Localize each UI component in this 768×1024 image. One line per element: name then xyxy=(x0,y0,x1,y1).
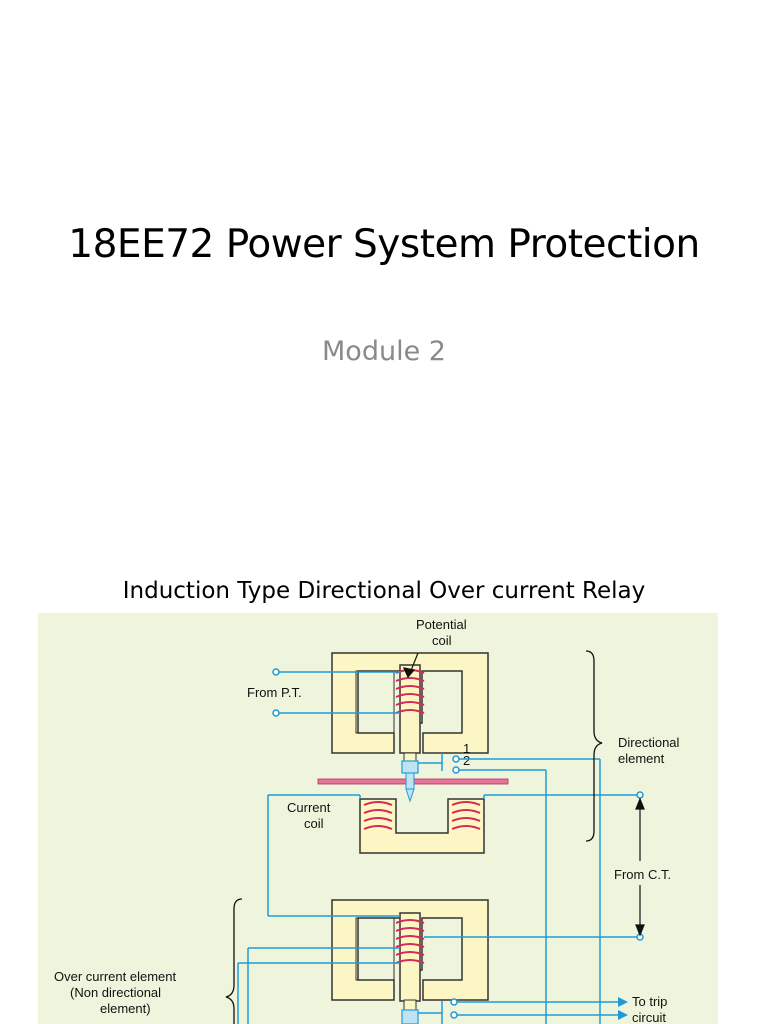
directional-element-label-1: Directional xyxy=(618,735,680,750)
directional-element-label-2: element xyxy=(618,751,665,766)
slide-title: 18EE72 Power System Protection xyxy=(68,222,700,267)
pt-terminal-2 xyxy=(272,709,280,717)
figure-caption: Induction Type Directional Over current … xyxy=(122,578,646,604)
potential-coil-pointer xyxy=(402,652,419,679)
relay-diagram: 1 2 xyxy=(38,613,718,1024)
overcurrent-coil-winding xyxy=(395,919,425,964)
current-coil-label-1: Current xyxy=(287,800,331,815)
to-trip-label-2: circuit xyxy=(632,1010,666,1024)
trip-arrow-2 xyxy=(618,1010,628,1020)
directional-contacts xyxy=(418,753,443,771)
directional-element-brace xyxy=(585,650,603,842)
potential-coil-label-2: coil xyxy=(432,633,452,648)
current-coil-winding-right xyxy=(451,801,481,830)
pt-wires xyxy=(276,671,400,714)
current-coil-label-2: coil xyxy=(304,816,324,831)
pt-terminal-1 xyxy=(272,668,280,676)
trip-arrow-1 xyxy=(618,997,628,1007)
contact-1-label: 1 xyxy=(463,741,470,756)
from-pt-label: From P.T. xyxy=(247,685,302,700)
overcurrent-label-2: (Non directional xyxy=(70,985,161,1000)
from-ct-label: From C.T. xyxy=(614,867,671,882)
from-ct-arrow xyxy=(635,797,645,937)
overcurrent-label-3: element) xyxy=(100,1001,151,1016)
overcurrent-label-1: Over current element xyxy=(54,969,176,984)
overcurrent-contacts xyxy=(418,1001,443,1024)
overcurrent-limb xyxy=(399,912,421,1002)
ct-terminal-top xyxy=(636,791,644,799)
current-coil-winding-left xyxy=(363,801,393,830)
slide-subtitle: Module 2 xyxy=(322,336,446,367)
overcurrent-element-brace xyxy=(225,898,243,1024)
contact-2-label: 2 xyxy=(463,753,470,768)
circuit-wires xyxy=(237,758,638,1024)
to-trip-label-1: To trip xyxy=(632,994,667,1009)
potential-coil-label-1: Potential xyxy=(416,617,467,632)
